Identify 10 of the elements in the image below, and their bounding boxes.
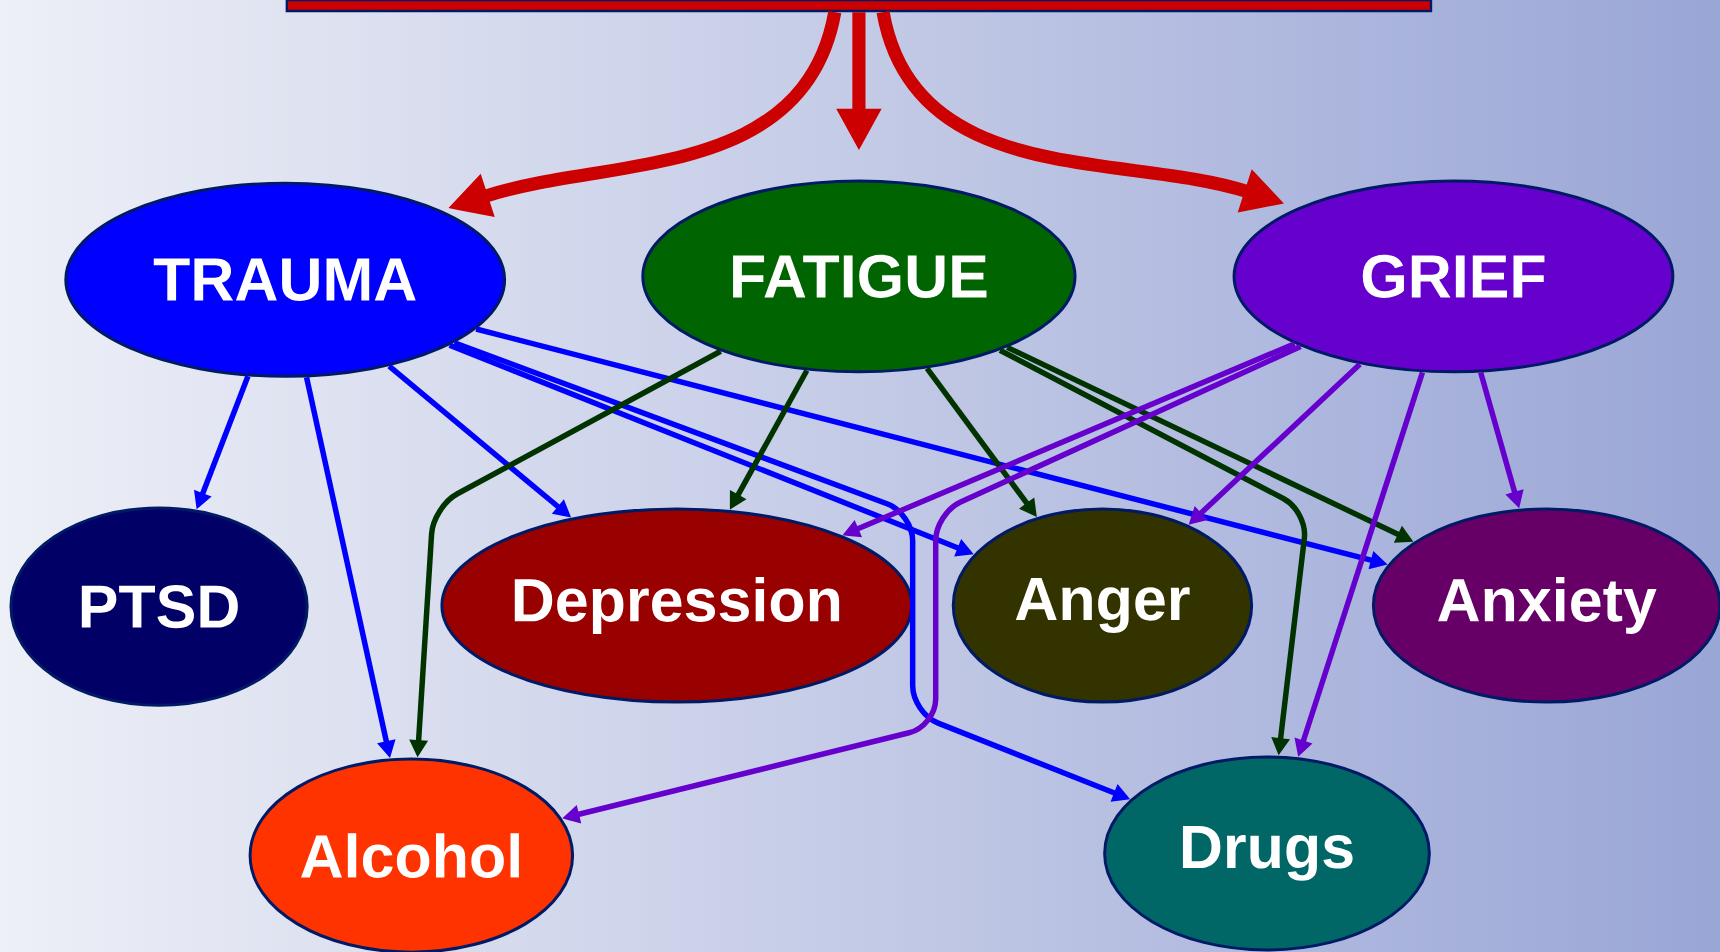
ellipse-node: Drugs: [1103, 755, 1431, 952]
ellipse-node: TRAUMA: [64, 181, 507, 378]
ellipse-node: FATIGUE: [641, 179, 1077, 374]
ellipse-node: Depression: [440, 507, 914, 704]
ellipse-node: Anxiety: [1371, 507, 1720, 704]
ellipse-node: Alcohol: [248, 757, 575, 952]
ellipse-node: Anger: [951, 507, 1254, 704]
ellipse-node: PTSD: [9, 506, 309, 707]
title-bar: [285, 0, 1433, 13]
ellipse-node: GRIEF: [1232, 179, 1675, 374]
